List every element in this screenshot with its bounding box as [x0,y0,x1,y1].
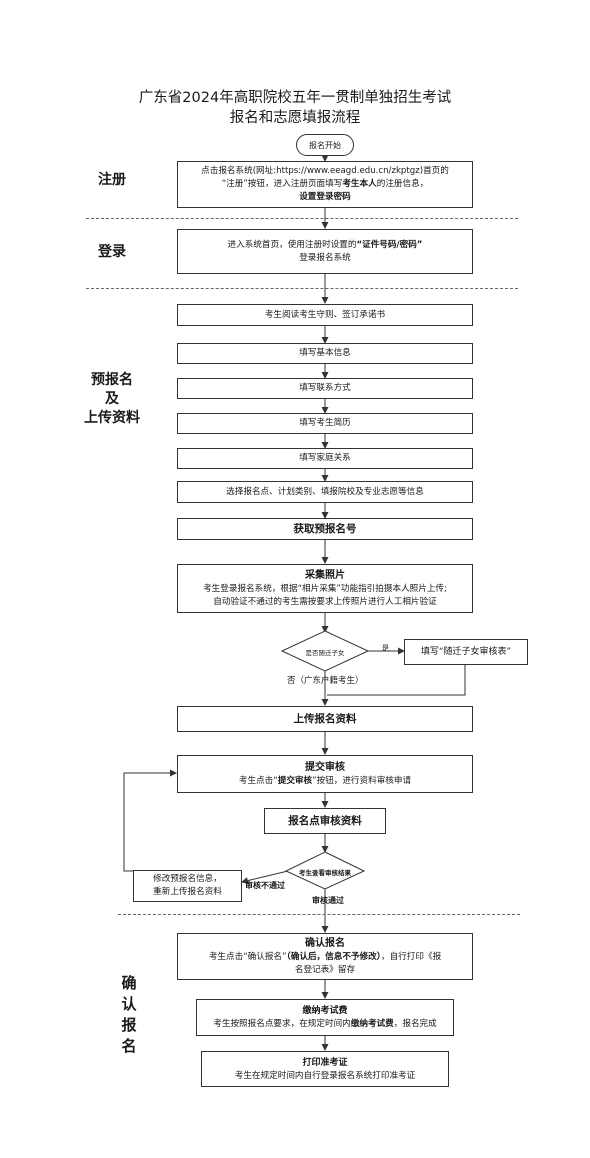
step-basic-info: 填写基本信息 [177,343,473,364]
decision-migrant-diamond [280,630,370,672]
section-pre-register: 预报名 及 上传资料 [84,372,140,426]
start-node: 报名开始 [296,134,354,156]
step-migrant-form: 填写“随迁子女审核表” [404,639,528,665]
arrow-modify-loop [123,769,177,872]
title-line2: 报名和志愿填报流程 [229,110,361,126]
no-label: 否（广东户籍考生） [287,676,364,686]
arrow-check-fail [241,870,289,885]
step-login: 进入系统首页，使用注册时设置的“证件号码/密码” 登录报名系统 [177,229,473,274]
fail-label: 审核不通过 [245,881,285,890]
decision-migrant-label: 是否随迁子女 [305,649,345,657]
step-register: 点击报名系统(网址:https://www.eeagd.edu.cn/zkptg… [177,161,473,208]
step-print: 打印准考证 考生在规定时间内自行登录报名系统打印准考证 [201,1051,449,1087]
decision-review-label: 考生查看审核结果 [299,869,351,877]
step-confirm: 确认报名 考生点击“确认报名”（确认后，信息不予修改），自行打印《报 名登记表》… [177,933,473,980]
step-read-rules: 考生阅读考生守则、签订承诺书 [177,304,473,326]
section-register: 注册 [98,172,126,188]
title-line1: 广东省2024年高职院校五年一贯制单独招生考试 [138,90,452,106]
step-choose: 选择报名点、计划类别、填报院校及专业志愿等信息 [177,481,473,503]
step-resume: 填写考生简历 [177,413,473,434]
step-family: 填写家庭关系 [177,448,473,469]
step-upload: 上传报名资料 [177,706,473,732]
step-get-number: 获取预报名号 [177,518,473,540]
yes-label: 是 [382,644,389,652]
pass-label: 审核通过 [312,896,344,905]
separator-3 [118,914,520,915]
section-login: 登录 [98,244,126,260]
section-confirm: 确 认 报 名 [121,974,137,1055]
line-form-merge [327,665,466,696]
step-review: 报名点审核资料 [264,808,386,834]
decision-review-diamond [284,851,366,890]
separator-1 [86,218,518,219]
step-modify: 修改预报名信息， 重新上传报名资料 [133,870,242,902]
separator-2 [86,288,518,289]
step-contact: 填写联系方式 [177,378,473,399]
step-submit: 提交审核 考生点击“提交审核”按钮，进行资料审核申请 [177,755,473,793]
step-photo: 采集照片 考生登录报名系统，根据“相片采集”功能指引拍摄本人照片上传; 自动验证… [177,564,473,613]
step-fee: 缴纳考试费 考生按照报名点要求，在规定时间内缴纳考试费，报名完成 [196,999,454,1036]
